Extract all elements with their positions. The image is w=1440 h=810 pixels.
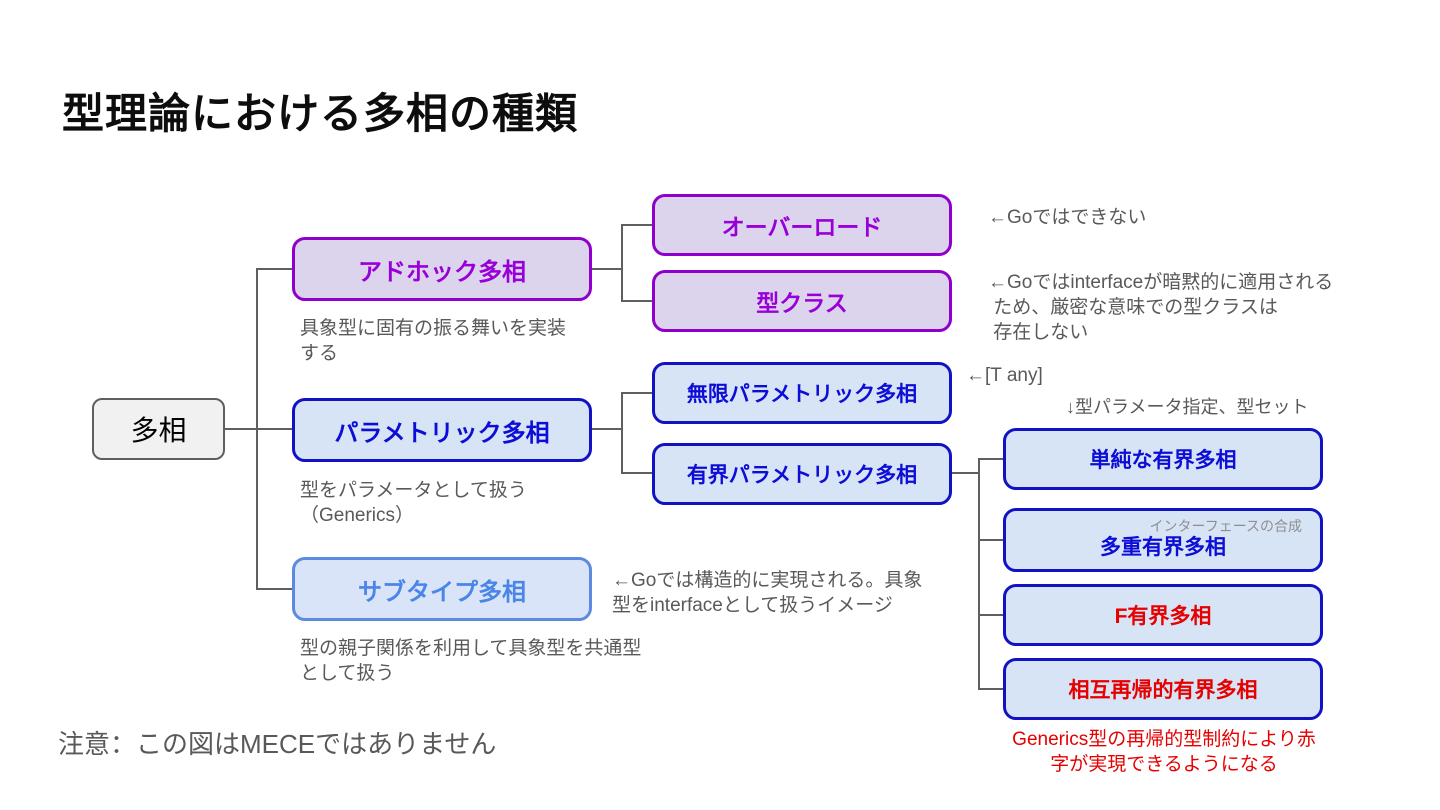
node-label: 無限パラメトリック多相 <box>686 383 918 406</box>
node-mutually-recursive-bounded: 相互再帰的有界多相 <box>1003 658 1323 720</box>
node-label: パラメトリック多相 <box>334 419 550 447</box>
node-label: 多重有界多相 <box>1100 536 1226 559</box>
typeclass-note: ←Goではinterfaceが暗黙的に適用される ため、厳密な意味での型クラスは… <box>988 272 1334 344</box>
node-unbounded-parametric: 無限パラメトリック多相 <box>652 362 952 424</box>
connector-line <box>978 458 980 690</box>
node-label: 有界パラメトリック多相 <box>686 464 918 487</box>
connector-line <box>978 688 1003 690</box>
subtype-go-note: ←Goでは構造的に実現される。具象 型をinterfaceとして扱うイメージ <box>612 570 923 617</box>
connector-line <box>952 472 980 474</box>
connector-line <box>621 300 652 302</box>
adhoc-description: 具象型に固有の振る舞いを実装 する <box>300 318 567 365</box>
subtype-description: 型の親子関係を利用して具象型を共通型 として扱う <box>300 638 642 685</box>
generics-red-note: Generics型の再帰的型制約により赤 字が実現できるようになる <box>1012 729 1316 775</box>
connector-line <box>621 392 652 394</box>
node-parametric-polymorphism: パラメトリック多相 <box>292 398 592 462</box>
connector-line <box>621 472 652 474</box>
node-label: サブタイプ多相 <box>358 578 526 606</box>
node-sublabel: インターフェースの合成 <box>1149 518 1302 534</box>
node-f-bounded: F有界多相 <box>1003 584 1323 646</box>
connector-line <box>225 428 292 430</box>
node-adhoc-polymorphism: アドホック多相 <box>292 237 592 301</box>
node-multiple-bounded: インターフェースの合成 多重有界多相 <box>1003 508 1323 572</box>
node-label: アドホック多相 <box>358 258 526 286</box>
overload-note: ←Goではできない <box>988 207 1147 228</box>
node-overload: オーバーロード <box>652 194 952 256</box>
connector-line <box>256 268 292 270</box>
node-label: 多相 <box>130 415 187 446</box>
type-parameter-note: ↓型パラメータ指定、型セット <box>1066 397 1309 417</box>
parametric-description: 型をパラメータとして扱う （Generics） <box>300 480 527 527</box>
node-typeclass: 型クラス <box>652 270 952 332</box>
connector-line <box>978 458 1003 460</box>
connector-line <box>592 428 622 430</box>
node-label: F有界多相 <box>1114 605 1212 628</box>
connector-line <box>592 268 622 270</box>
node-bounded-parametric: 有界パラメトリック多相 <box>652 443 952 505</box>
connector-line <box>621 224 652 226</box>
connector-line <box>256 588 292 590</box>
connector-line <box>978 539 1003 541</box>
unbounded-note: ←[T any] <box>966 365 1043 386</box>
connector-line <box>978 614 1003 616</box>
node-subtype-polymorphism: サブタイプ多相 <box>292 557 592 621</box>
node-simple-bounded: 単純な有界多相 <box>1003 428 1323 490</box>
node-polymorphism-root: 多相 <box>92 398 225 460</box>
node-label: 型クラス <box>756 290 848 316</box>
connector-line <box>256 268 258 590</box>
node-label: 相互再帰的有界多相 <box>1068 679 1258 702</box>
connector-line <box>621 224 623 302</box>
node-label: オーバーロード <box>721 214 883 240</box>
connector-line <box>621 392 623 474</box>
node-label: 単純な有界多相 <box>1089 449 1237 472</box>
mece-footer-note: 注意：この図はMECEではありません <box>58 729 497 759</box>
page-title: 型理論における多相の種類 <box>62 90 579 137</box>
